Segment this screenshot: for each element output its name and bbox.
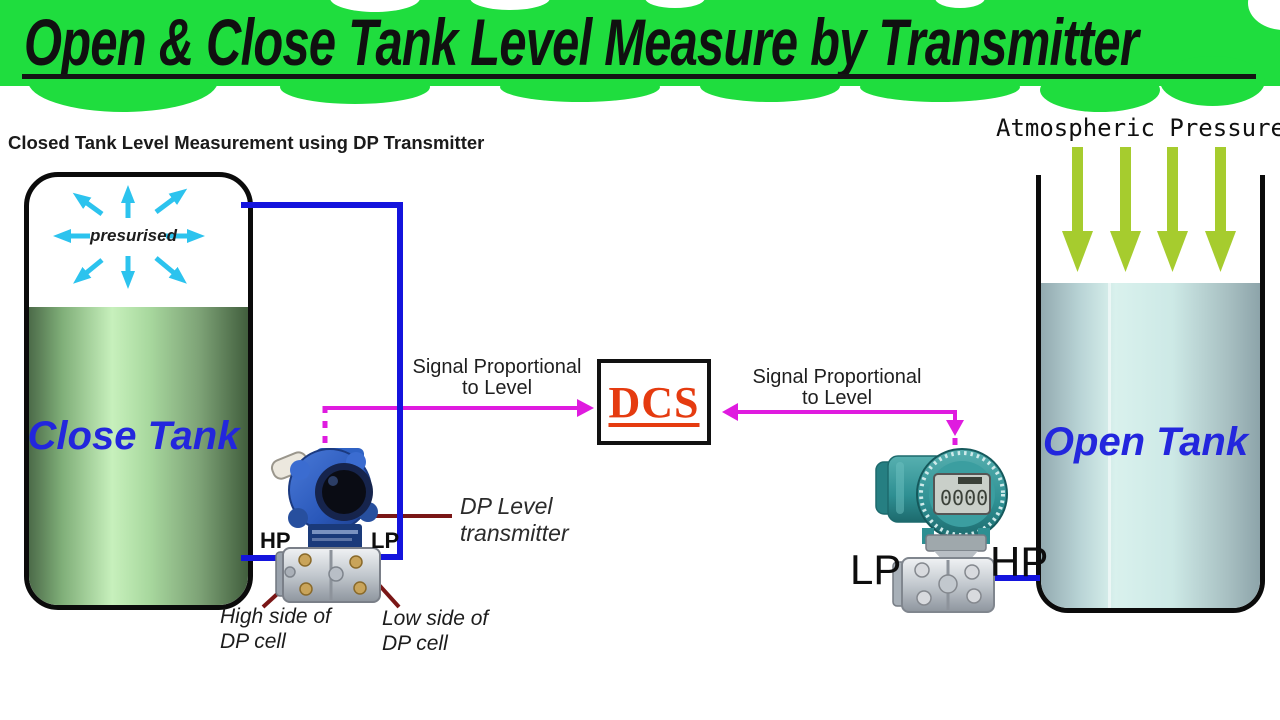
signal-label-left-line1: Signal Proportional	[412, 356, 582, 378]
dcs-box: DCS	[597, 359, 711, 445]
hp-port-label-right: HP	[990, 538, 1049, 585]
low-side-line1: Low side of	[382, 607, 489, 630]
page-title: Open & Close Tank Level Measure by Trans…	[24, 5, 1139, 79]
pressurised-label: presurised	[90, 226, 177, 245]
signal-label-right: Signal Proportional to Level	[742, 367, 932, 409]
banner-notch	[470, 0, 550, 10]
dp-transmitter-right: 0000	[875, 448, 1008, 613]
signal-line-left	[322, 399, 594, 450]
signal-line-right	[722, 403, 964, 458]
banner-notch	[935, 0, 985, 8]
pressurised-arrows-icon	[53, 185, 205, 289]
low-side-line2: DP cell	[382, 632, 448, 655]
atmospheric-pressure-arrows-icon	[1062, 147, 1236, 272]
high-side-label: High side of DP cell	[220, 604, 331, 654]
signal-label-right-line1: Signal Proportional	[752, 366, 922, 388]
open-tank	[1036, 175, 1265, 613]
hp-port-label-left: HP	[260, 528, 291, 553]
dp-transmitter-name-label: DP Level transmitter	[460, 493, 569, 547]
liquid-highlight-stripe	[1108, 283, 1111, 608]
lp-port-label-left: LP	[371, 528, 400, 553]
lp-port-label-right: LP	[850, 546, 902, 593]
signal-label-left-line2: to Level	[461, 377, 533, 399]
diagram-subtitle: Closed Tank Level Measurement using DP T…	[8, 132, 485, 153]
dp-name-line1: DP Level	[460, 493, 553, 519]
open-tank-liquid	[1041, 283, 1260, 608]
high-side-line2: DP cell	[220, 630, 286, 653]
atmospheric-pressure-label: Atmospheric Pressure	[996, 114, 1280, 142]
signal-label-right-line2: to Level	[801, 387, 873, 409]
dp-name-line2: transmitter	[460, 520, 569, 546]
banner-blob	[1160, 56, 1265, 106]
banner-notch	[645, 0, 705, 8]
closed-tank-liquid	[29, 307, 248, 605]
title-underline	[22, 74, 1256, 79]
banner-blob	[28, 50, 218, 112]
banner-notch	[330, 0, 420, 12]
high-side-line1: High side of	[220, 605, 331, 628]
signal-label-left: Signal Proportional to Level	[402, 357, 592, 399]
open-tank-label: Open Tank	[1042, 420, 1249, 464]
dp-transmitter-left	[270, 448, 381, 603]
low-side-label: Low side of DP cell	[382, 606, 488, 656]
transmitter-lcd-value: 0000	[940, 486, 988, 510]
close-tank-label: Close Tank	[27, 414, 240, 458]
dcs-label: DCS	[608, 377, 700, 427]
closed-tank	[24, 172, 253, 610]
